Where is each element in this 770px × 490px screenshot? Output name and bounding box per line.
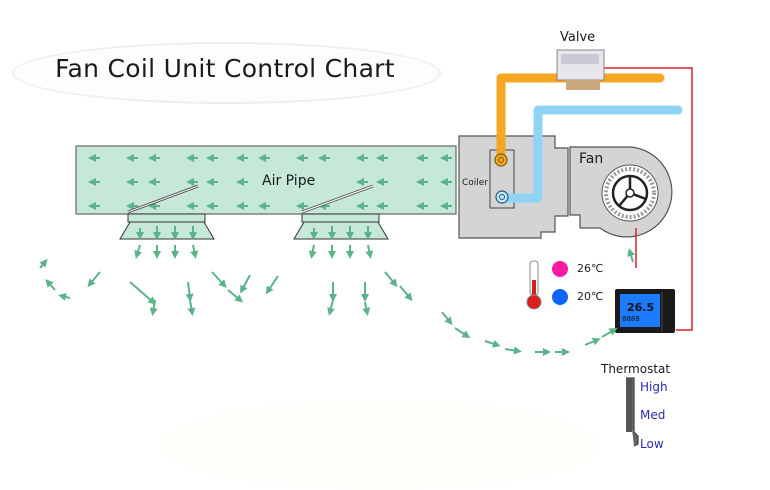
fan-housing (569, 146, 673, 238)
background-glow (160, 400, 600, 490)
airflow-arrow (45, 278, 56, 291)
diagram-svg (39, 49, 693, 447)
speed-low: Low (640, 437, 664, 451)
thermometer-icon (526, 260, 542, 310)
hot-temp-dot (552, 261, 568, 277)
airflow-arrow (187, 299, 196, 316)
airflow-arrow (240, 274, 251, 294)
diagram-title: Fan Coil Unit Control Chart (55, 54, 395, 83)
airflow-arrow (308, 244, 317, 259)
airflow-arrow (134, 244, 142, 259)
airflow-arrow (365, 244, 374, 259)
airflow-arrow (484, 339, 501, 348)
airflow-arrow (584, 337, 601, 346)
title-ellipse (12, 42, 441, 104)
airflow-arrow (504, 346, 522, 355)
duct-airflow-arrows (88, 154, 452, 210)
hot-temp-label: 26℃ (577, 262, 604, 275)
air-pipe-label: Air Pipe (262, 173, 316, 189)
airflow-arrow (149, 299, 158, 316)
cold-temp-dot (552, 289, 568, 305)
airflow-arrow (362, 301, 371, 316)
airflow-arrow (399, 285, 413, 302)
fan-coil-diagram: Fan Coil Unit Control Chart (12, 30, 693, 451)
airflow-arrow (384, 271, 398, 288)
airflow-arrow (327, 299, 335, 316)
airflow-arrow (211, 271, 227, 288)
airflow-arrow (627, 248, 635, 263)
thermostat-display-sub: 8888 (622, 315, 640, 323)
airflow-arrow (265, 275, 279, 295)
airflow-arrow (185, 281, 194, 302)
control-wire (604, 67, 693, 331)
airflow-arrow (39, 258, 48, 269)
airflow-arrow (87, 271, 101, 288)
thermostat-device (615, 289, 675, 333)
cold-temp-label: 20℃ (577, 290, 604, 303)
airflow-arrow (454, 327, 471, 339)
cold-water-pipe (495, 105, 683, 204)
thermostat-display-temp: 26.5 (627, 301, 655, 314)
valve (556, 49, 605, 90)
speed-med: Med (640, 408, 666, 422)
thermostat-label: Thermostat (601, 362, 671, 376)
fan-label: Fan (579, 151, 604, 167)
coiler-label: Coiler (462, 178, 489, 188)
airflow-arrow (601, 327, 618, 338)
airflow-arrow (227, 289, 244, 303)
hot-water-pipe (494, 73, 665, 167)
room-airflow-arrows (39, 226, 635, 356)
fan-speed-switch (626, 377, 639, 447)
speed-high: High (640, 380, 668, 394)
airflow-arrow (129, 281, 157, 305)
valve-label: Valve (560, 30, 596, 45)
airflow-arrow (58, 293, 71, 301)
airflow-arrow (190, 244, 199, 259)
airflow-arrow (441, 311, 453, 326)
